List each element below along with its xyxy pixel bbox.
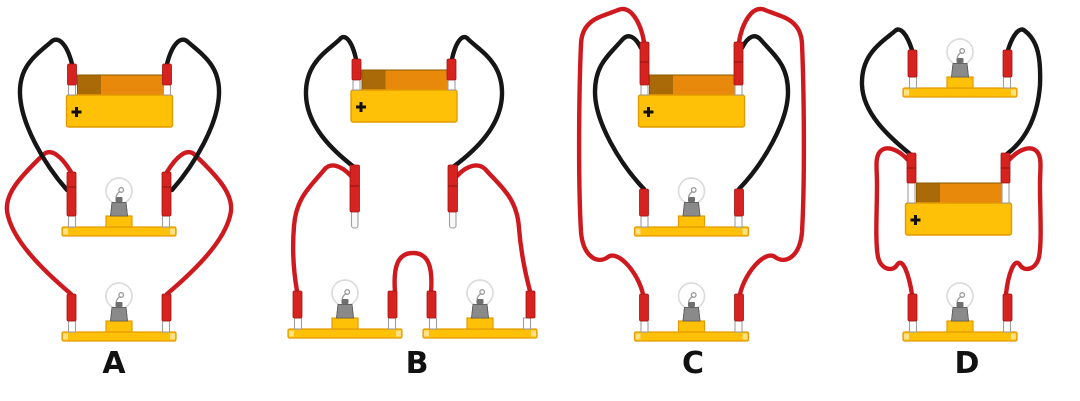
red-wire-left	[576, 6, 647, 297]
circuit-a: A	[4, 37, 234, 381]
bulb-holder-bottom	[902, 282, 1018, 342]
battery-terminal	[352, 78, 361, 91]
junction-clip-left	[66, 171, 77, 217]
bulb-clip-left	[66, 293, 77, 322]
black-wire-right	[164, 37, 222, 193]
battery	[904, 182, 1013, 236]
battery-plus-sign	[643, 107, 654, 117]
black-wire-left	[303, 34, 359, 170]
red-wire-left	[291, 163, 354, 294]
probe-tip-left	[350, 209, 359, 229]
circuit-label: C	[682, 346, 704, 381]
battery-terminal	[447, 78, 456, 91]
circuit-label: B	[406, 346, 429, 381]
battery-clip-right	[162, 63, 172, 86]
circuit-b: B	[287, 34, 538, 381]
bottom-bulb-clip-left	[907, 293, 918, 322]
bulb-holder-bottom	[61, 282, 177, 342]
battery	[637, 74, 746, 128]
battery-plus-sign	[356, 102, 366, 112]
black-wire-right	[449, 34, 505, 170]
red-wire-right	[736, 6, 807, 297]
bulb-clip-outer-right	[525, 290, 536, 319]
circuit-label: D	[955, 346, 980, 381]
battery-terminal	[734, 83, 743, 96]
bottom-bulb-clip-right	[1002, 293, 1013, 322]
battery-plus-sign	[71, 107, 82, 117]
red-wire-right	[454, 163, 533, 294]
probe-tip-right	[448, 209, 457, 229]
battery-clip-left	[639, 41, 650, 86]
middle-bulb-clip-right	[734, 188, 744, 217]
red-wire-right	[1003, 146, 1043, 297]
battery-terminal	[162, 83, 172, 96]
black-wire-left	[592, 34, 647, 192]
circuit-c: C	[576, 6, 807, 381]
bottom-bulb-clip-left	[639, 293, 649, 322]
battery	[65, 74, 174, 128]
junction-clip-right	[161, 171, 172, 217]
black-wire-left	[859, 27, 915, 157]
battery-terminal	[1001, 181, 1010, 204]
battery-terminal	[907, 181, 916, 204]
red-wire-left	[874, 146, 915, 297]
bulb-clip-outer-left	[292, 290, 303, 319]
bulb-holder-middle	[61, 177, 177, 237]
black-wire-right	[736, 34, 791, 192]
hanging-junction-clip-right	[447, 164, 458, 213]
battery-clip-right	[733, 41, 744, 86]
hanging-junction-clip-left	[349, 164, 360, 213]
battery-terminal	[640, 83, 649, 96]
battery-clip-left	[67, 63, 77, 86]
red-jumper-wire	[392, 250, 434, 295]
top-bulb-clip-right	[1002, 49, 1013, 78]
battery-terminal	[67, 83, 77, 96]
black-wire-left	[17, 37, 75, 193]
bulb-clip-inner-right	[426, 290, 437, 319]
bulb-holder-middle	[633, 177, 750, 237]
red-wire-left	[4, 150, 74, 297]
bottom-bulb-clip-right	[734, 293, 744, 322]
red-wire-right	[164, 150, 234, 297]
bulb-holder-top	[902, 38, 1018, 98]
battery-plus-sign	[910, 215, 921, 225]
bulb-clip-right	[161, 293, 172, 322]
circuit-label: A	[102, 346, 126, 381]
circuit-d: D	[859, 27, 1043, 381]
bulb-holder-bottom	[633, 282, 750, 342]
bulb-holder-left	[287, 279, 403, 339]
battery-clip-right	[446, 58, 457, 81]
battery	[350, 69, 458, 123]
bulb-holder-right	[422, 279, 538, 339]
middle-bulb-clip-left	[639, 188, 649, 217]
top-bulb-clip-left	[907, 49, 918, 78]
black-wire-right	[1004, 27, 1043, 157]
bulb-clip-inner-left	[387, 290, 398, 319]
battery-clip-left	[351, 58, 362, 81]
